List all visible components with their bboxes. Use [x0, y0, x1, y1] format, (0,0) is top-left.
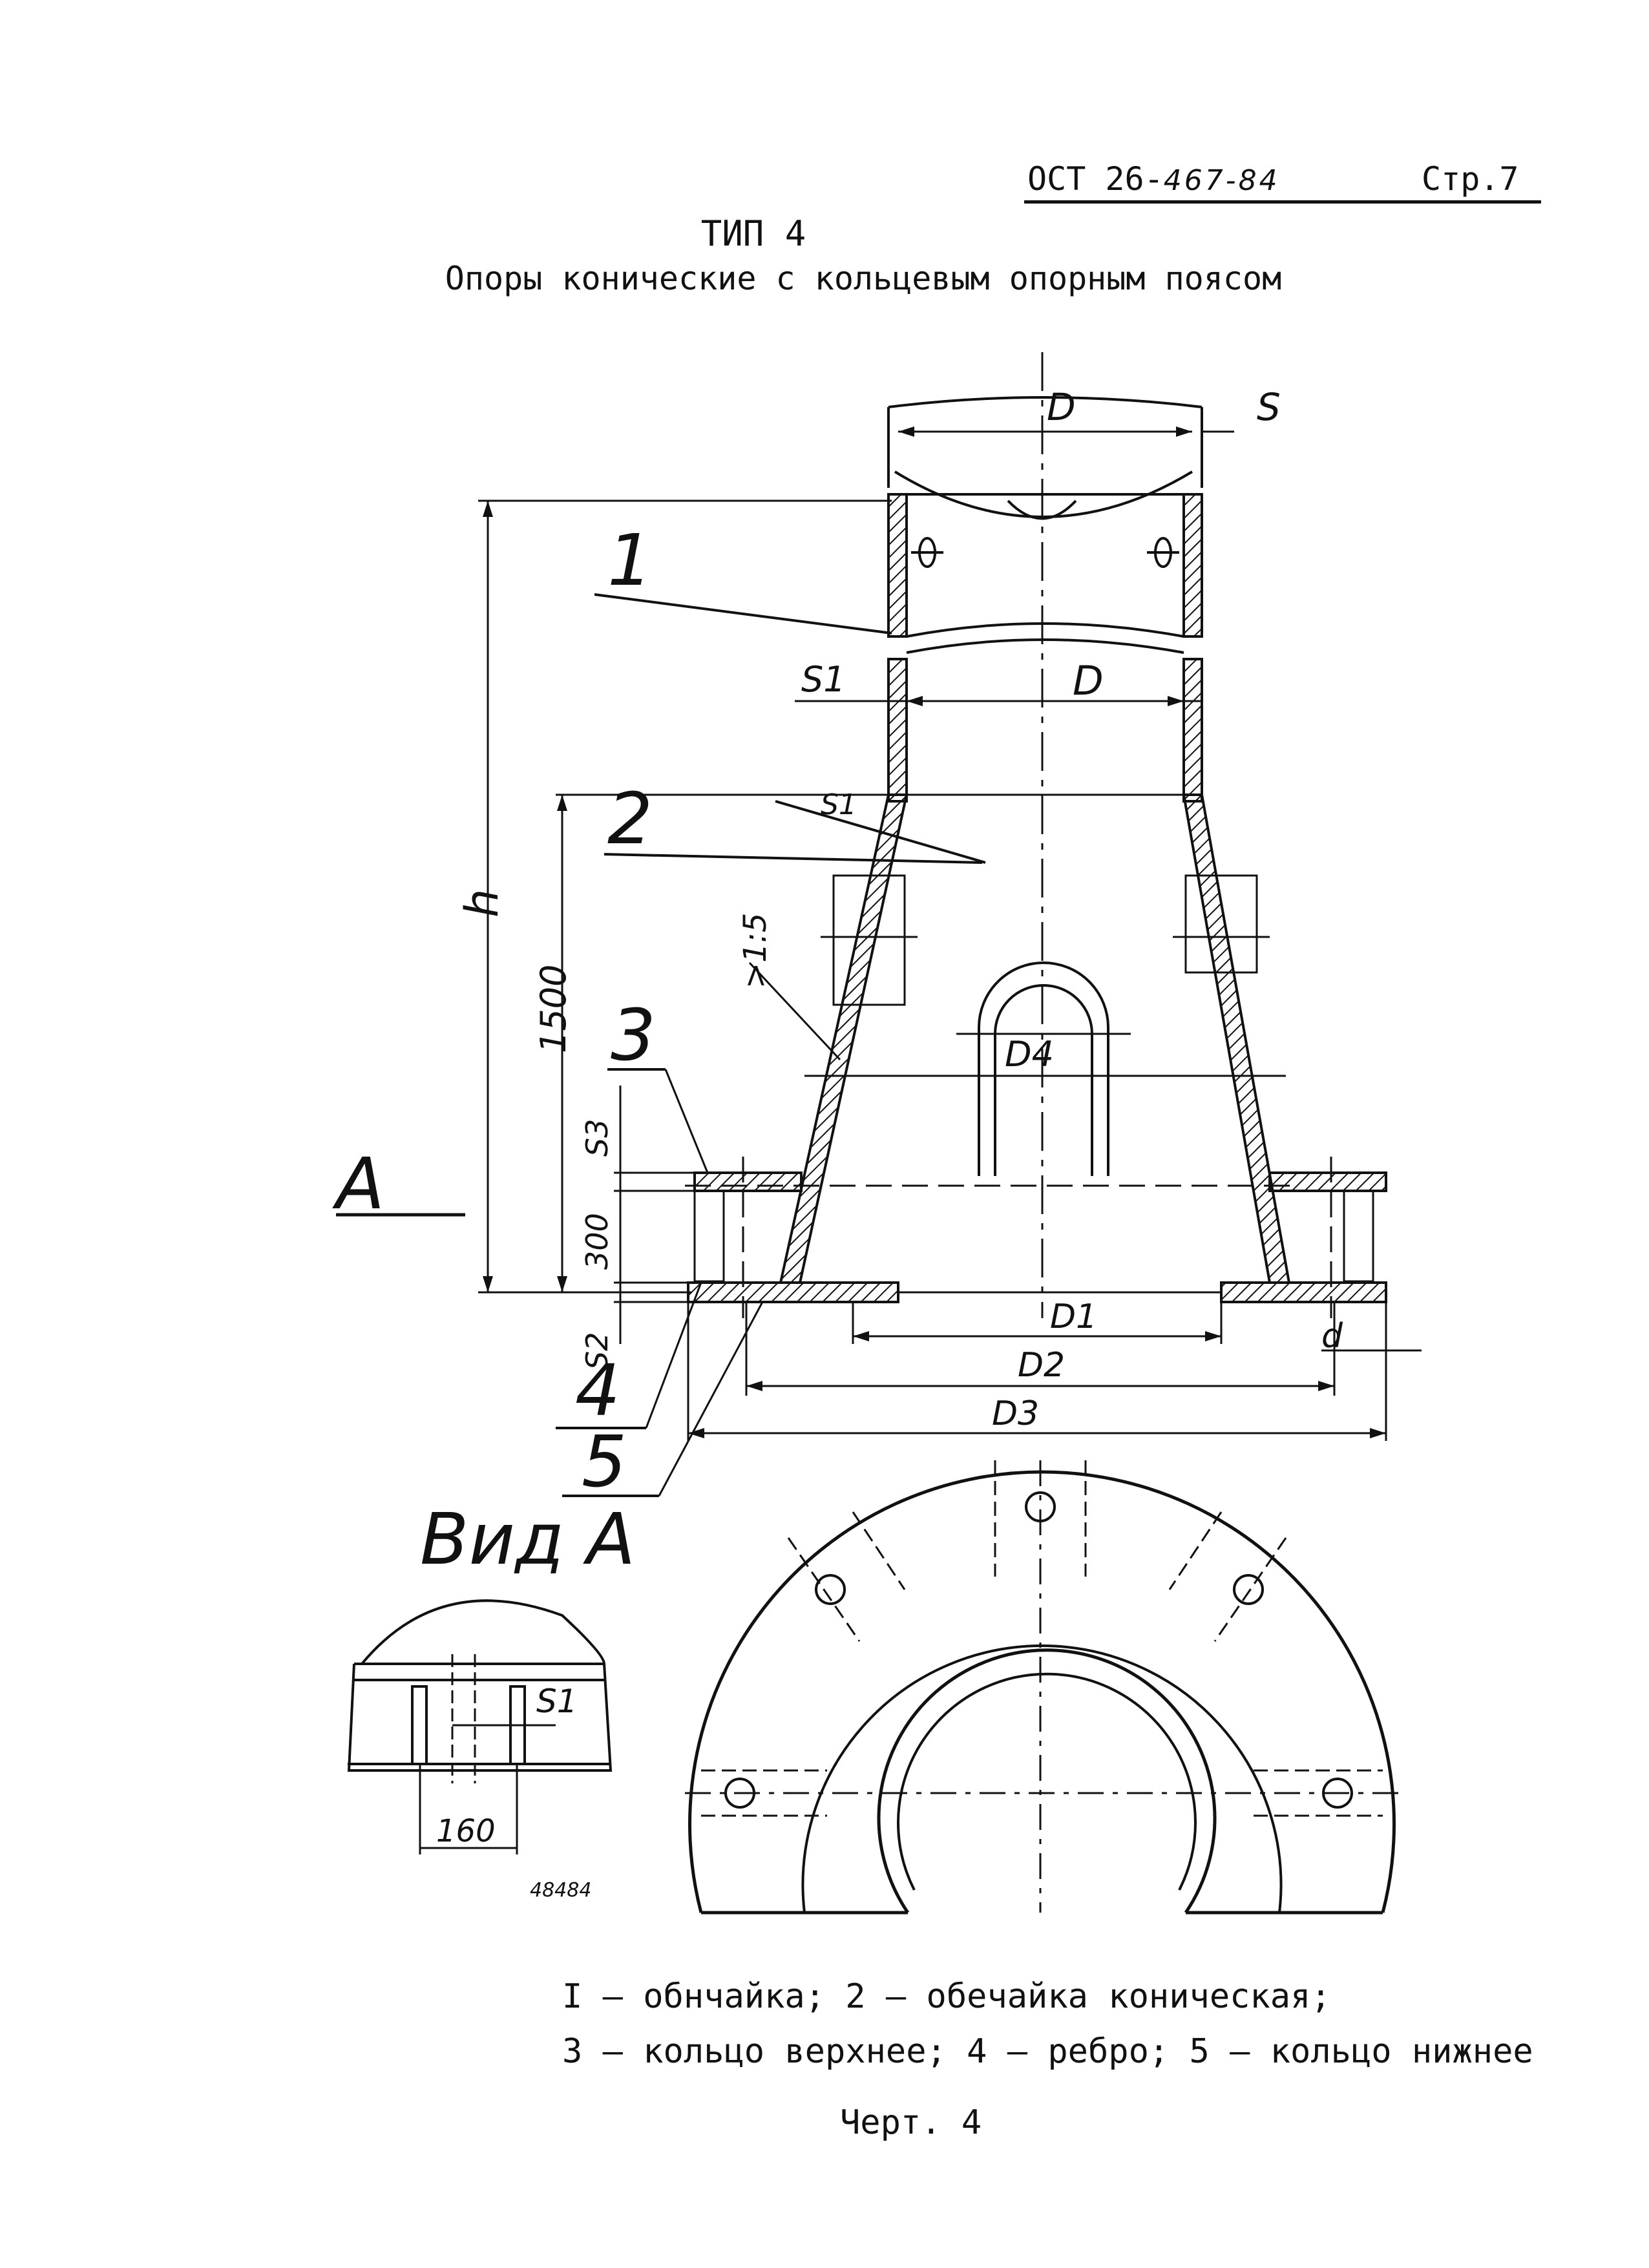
part-4-label: 4 — [575, 1349, 620, 1432]
manhole-opening — [804, 961, 1286, 1176]
shell-holes — [911, 537, 1179, 568]
label-1500: 1500 — [533, 965, 574, 1053]
view-a-width: 160 — [436, 1813, 496, 1849]
label-S2: S2 — [580, 1332, 614, 1370]
plan-view-ribs — [701, 1460, 1383, 1817]
standard-code-number: 467-84 — [1163, 164, 1280, 197]
plan-view-ring — [688, 1470, 1396, 1915]
label-D3: D3 — [992, 1394, 1039, 1433]
label-D4: D4 — [1005, 1034, 1054, 1075]
label-slope: >1:5 — [737, 913, 773, 989]
view-a-detail — [347, 1599, 613, 1854]
label-S1-mid: S1 — [801, 659, 846, 700]
cone-windows — [821, 874, 1270, 1006]
ring-lower — [687, 1281, 1387, 1303]
ring-upper — [685, 1171, 1387, 1192]
view-a-title: Вид А — [420, 1498, 635, 1580]
standard-code-prefix: ОСТ 26- — [1027, 160, 1164, 198]
label-d: d — [1321, 1317, 1343, 1356]
legend-line-2: 3 – кольцо верхнее; 4 – ребро; 5 – кольц… — [562, 2032, 1533, 2071]
label-S3: S3 — [580, 1119, 614, 1157]
standard-code: ОСТ 26-467-84 — [1027, 160, 1280, 198]
type-title: ТИП 4 — [700, 213, 806, 254]
label-S1-cone: S1 — [821, 788, 857, 821]
conical-shell — [556, 793, 1291, 1284]
shell-upper — [887, 396, 1203, 803]
legend-line-1: I – обнчайка; 2 – обечайка коническая; — [562, 1977, 1331, 2016]
drawing-subtitle: Опоры конические с кольцевым опорным поя… — [445, 260, 1282, 297]
part-1-label: 1 — [607, 519, 653, 602]
view-a-s1: S1 — [536, 1683, 578, 1720]
label-D-mid: D — [1073, 657, 1104, 704]
figure-caption: Черт. 4 — [840, 2103, 982, 2142]
label-D-top: D — [1047, 385, 1076, 429]
drawing-number: 48484 — [530, 1879, 591, 1902]
part-2-label: 2 — [607, 777, 653, 860]
part-3-label: 3 — [611, 994, 656, 1076]
plan-view-holes — [685, 1460, 1402, 1913]
label-S: S — [1257, 385, 1281, 429]
part-5-label: 5 — [582, 1420, 627, 1503]
header-underline — [1024, 200, 1541, 204]
section-A-label: A — [332, 1142, 384, 1225]
label-D1: D1 — [1050, 1297, 1097, 1336]
label-D2: D2 — [1018, 1346, 1065, 1385]
label-h: h — [456, 889, 509, 918]
page-number: Стр.7 — [1422, 160, 1519, 198]
label-300: 300 — [580, 1213, 614, 1270]
